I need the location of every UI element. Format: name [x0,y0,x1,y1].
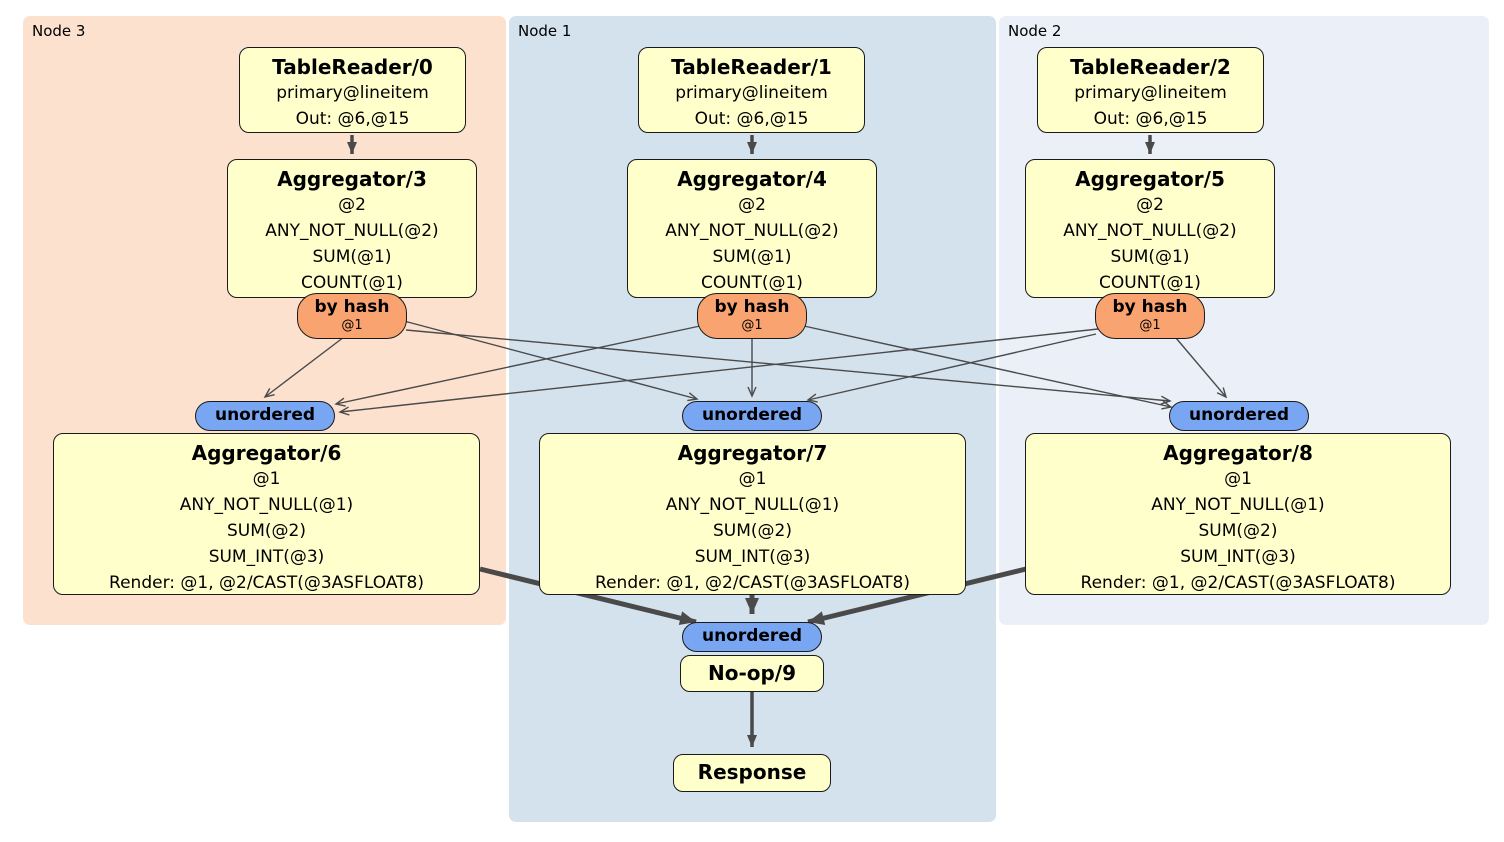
processor-detail-line: Out: @6,@15 [295,109,410,129]
processor-title: TableReader/0 [272,55,433,79]
processor-title: TableReader/1 [671,55,832,79]
processor-tablereader-0: TableReader/0 primary@lineitem Out: @6,@… [239,47,466,133]
processor-title: Aggregator/4 [677,167,827,191]
processor-aggregator-7: Aggregator/7 @1 ANY_NOT_NULL(@1) SUM(@2)… [539,433,966,595]
processor-title: TableReader/2 [1070,55,1231,79]
processor-detail-line: SUM_INT(@3) [1180,547,1296,567]
processor-title: Aggregator/6 [191,441,342,465]
processor-detail-line: COUNT(@1) [1099,273,1201,293]
node-3-label: Node 3 [32,22,86,40]
processor-detail-line: ANY_NOT_NULL(@1) [665,495,840,515]
processor-aggregator-3: Aggregator/3 @2 ANY_NOT_NULL(@2) SUM(@1)… [227,159,477,298]
sync-unordered-final: unordered [682,622,822,652]
processor-detail-line: @2 [338,195,366,215]
processor-detail-line: COUNT(@1) [701,273,803,293]
response-box: Response [673,754,831,792]
processor-title: Aggregator/3 [277,167,427,191]
router-label: by hash [1112,297,1188,317]
processor-aggregator-5: Aggregator/5 @2 ANY_NOT_NULL(@2) SUM(@1)… [1025,159,1275,298]
plan-edge [807,566,1027,626]
processor-detail-line: Out: @6,@15 [1093,109,1208,129]
plan-edge [1175,337,1228,399]
processor-detail-line: @2 [738,195,766,215]
plan-edge [403,320,699,402]
router-columns: @1 [1139,318,1161,333]
router-columns: @1 [741,318,763,333]
processor-detail-line: primary@lineitem [675,83,828,103]
plan-edge [263,336,345,399]
processor-detail-line: SUM(@1) [312,247,392,267]
processor-title: Aggregator/5 [1075,167,1225,191]
router-by-hash-node2: by hash @1 [1095,293,1205,339]
sync-unordered-node3: unordered [195,401,335,431]
processor-detail-line: COUNT(@1) [301,273,403,293]
plan-edge [479,566,697,625]
router-label: by hash [314,297,390,317]
node-2-label: Node 2 [1008,22,1062,40]
processor-detail-line: Render: @1, @2/CAST(@3ASFLOAT8) [109,573,424,593]
processor-detail-line: SUM_INT(@3) [694,547,811,567]
node-1-label: Node 1 [518,22,572,40]
processor-title: No-op/9 [707,661,797,685]
router-columns: @1 [341,318,363,333]
processor-detail-line: ANY_NOT_NULL(@1) [1151,495,1325,515]
processor-title: Aggregator/7 [677,441,828,465]
plan-edge [334,325,701,407]
processor-noop-9: No-op/9 [680,655,824,692]
processor-detail-line: primary@lineitem [276,83,429,103]
processor-title: Response [697,760,807,784]
processor-detail-line: ANY_NOT_NULL(@2) [1063,221,1237,241]
processor-detail-line: SUM(@2) [227,521,306,541]
processor-detail-line: SUM_INT(@3) [208,547,325,567]
processor-aggregator-6: Aggregator/6 @1 ANY_NOT_NULL(@1) SUM(@2)… [53,433,480,595]
router-label: by hash [714,297,790,317]
processor-detail-line: @1 [1224,469,1252,489]
processor-detail-line: Render: @1, @2/CAST(@3ASFLOAT8) [1080,573,1396,593]
processor-detail-line: @2 [1136,195,1164,215]
processor-detail-line: SUM(@2) [713,521,792,541]
processor-aggregator-4: Aggregator/4 @2 ANY_NOT_NULL(@2) SUM(@1)… [627,159,877,298]
processor-title: Aggregator/8 [1163,441,1313,465]
processor-detail-line: Out: @6,@15 [694,109,809,129]
router-by-hash-node3: by hash @1 [297,293,407,339]
router-by-hash-node1: by hash @1 [697,293,807,339]
processor-detail-line: primary@lineitem [1074,83,1227,103]
processor-detail-line: Render: @1, @2/CAST(@3ASFLOAT8) [595,573,910,593]
processor-detail-line: ANY_NOT_NULL(@2) [265,221,439,241]
processor-tablereader-2: TableReader/2 primary@lineitem Out: @6,@… [1037,47,1264,133]
plan-edge [803,325,1173,410]
processor-detail-line: @1 [252,469,281,489]
plan-edge [405,329,1172,405]
processor-detail-line: SUM(@1) [1110,247,1190,267]
plan-edge [806,333,1097,403]
sync-unordered-node1: unordered [682,401,822,431]
processor-tablereader-1: TableReader/1 primary@lineitem Out: @6,@… [638,47,865,133]
processor-detail-line: @1 [738,469,767,489]
plan-edge [338,328,1099,416]
processor-detail-line: SUM(@2) [1198,521,1278,541]
sync-unordered-node2: unordered [1169,401,1309,431]
processor-detail-line: ANY_NOT_NULL(@2) [665,221,839,241]
processor-detail-line: ANY_NOT_NULL(@1) [179,495,354,515]
processor-detail-line: SUM(@1) [712,247,792,267]
processor-aggregator-8: Aggregator/8 @1 ANY_NOT_NULL(@1) SUM(@2)… [1025,433,1451,595]
